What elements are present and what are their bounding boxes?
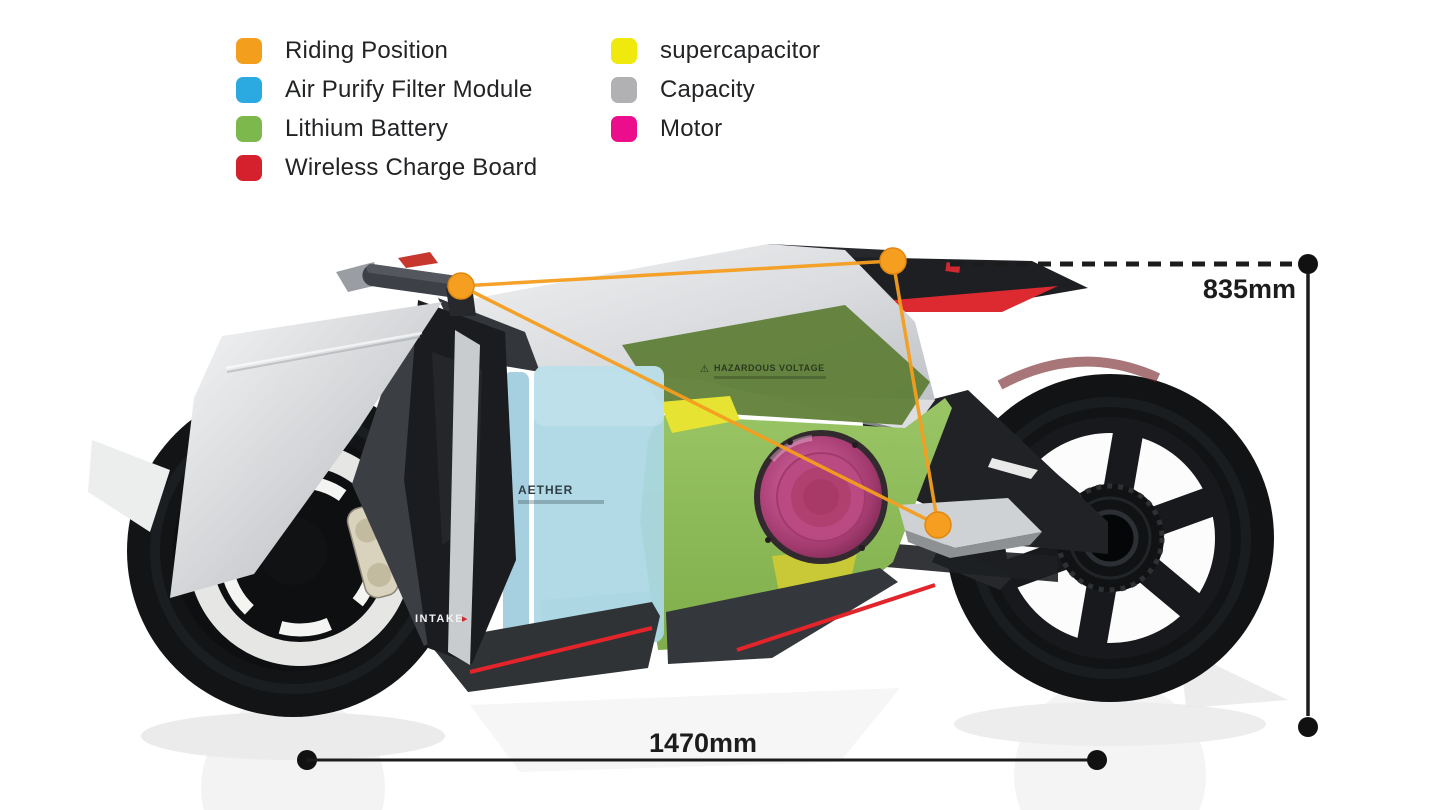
height-dimension-label: 835mm xyxy=(1203,274,1296,304)
tail-red-reflection xyxy=(997,356,1161,390)
legend-item-motor: Motor xyxy=(611,115,722,143)
battery-warning-symbol: ⚠ xyxy=(700,364,709,375)
capacity-swatch xyxy=(611,77,637,103)
length-dimension-label: 1470mm xyxy=(649,728,757,758)
filter-brand-text: AETHER xyxy=(518,483,573,497)
intake-text: INTAKE xyxy=(415,613,464,625)
legend-item-wireless-charge: Wireless Charge Board xyxy=(236,154,537,182)
legend-item-lithium-battery: Lithium Battery xyxy=(236,115,448,143)
riding-position-marker-seat xyxy=(879,247,907,275)
legend-label: Wireless Charge Board xyxy=(285,154,538,181)
mask-trim xyxy=(448,330,480,665)
wireless-charge-swatch xyxy=(236,155,262,181)
motor-swatch xyxy=(611,116,637,142)
legend-label: Air Purify Filter Module xyxy=(285,76,533,103)
legend-item-riding-position: Riding Position xyxy=(236,37,448,65)
supercapacitor-strip-upper xyxy=(660,396,740,433)
ground-reflections xyxy=(141,648,1288,810)
underbody xyxy=(428,568,936,692)
legend-label: supercapacitor xyxy=(660,37,821,64)
legend-item-air-filter: Air Purify Filter Module xyxy=(236,76,533,104)
riding-position-marker-footpeg xyxy=(924,511,952,539)
battery-top-olive xyxy=(622,305,930,425)
front-fender xyxy=(170,302,442,598)
handlebar-red-trim xyxy=(398,252,438,268)
air-filter-swatch xyxy=(236,77,262,103)
dimension-height: 835mm xyxy=(950,254,1318,737)
legend-label: Motor xyxy=(660,115,723,142)
battery-warning-text: HAZARDOUS VOLTAGE xyxy=(714,363,825,373)
legend-label: Capacity xyxy=(660,76,755,103)
chain xyxy=(868,542,1058,582)
filter-smallprint xyxy=(518,500,604,504)
riding-position-swatch xyxy=(236,38,262,64)
legend-label: Lithium Battery xyxy=(285,115,449,142)
supercapacitor-swatch xyxy=(611,38,637,64)
dimension-length: 1470mm xyxy=(297,728,1107,770)
nose-tip xyxy=(88,440,170,532)
air-purify-filter-module: AETHER xyxy=(503,366,664,646)
lithium-battery-swatch xyxy=(236,116,262,142)
tail-red-accent xyxy=(890,286,1058,312)
riding-position-marker-handlebar xyxy=(447,272,475,300)
front-bodywork: INTAKE ▸ xyxy=(88,252,516,665)
intake-arrow-icon: ▸ xyxy=(462,613,468,625)
legend-item-capacity: Capacity xyxy=(611,76,755,104)
wireless-charge-line-front xyxy=(469,626,653,674)
legend-item-supercapacitor: supercapacitor xyxy=(611,37,820,65)
wireless-charge-line-rear xyxy=(736,583,936,652)
motor xyxy=(754,430,888,564)
legend-label: Riding Position xyxy=(285,37,449,64)
riding-position-triangle xyxy=(447,247,952,539)
battery-warning-smallprint xyxy=(714,376,826,379)
